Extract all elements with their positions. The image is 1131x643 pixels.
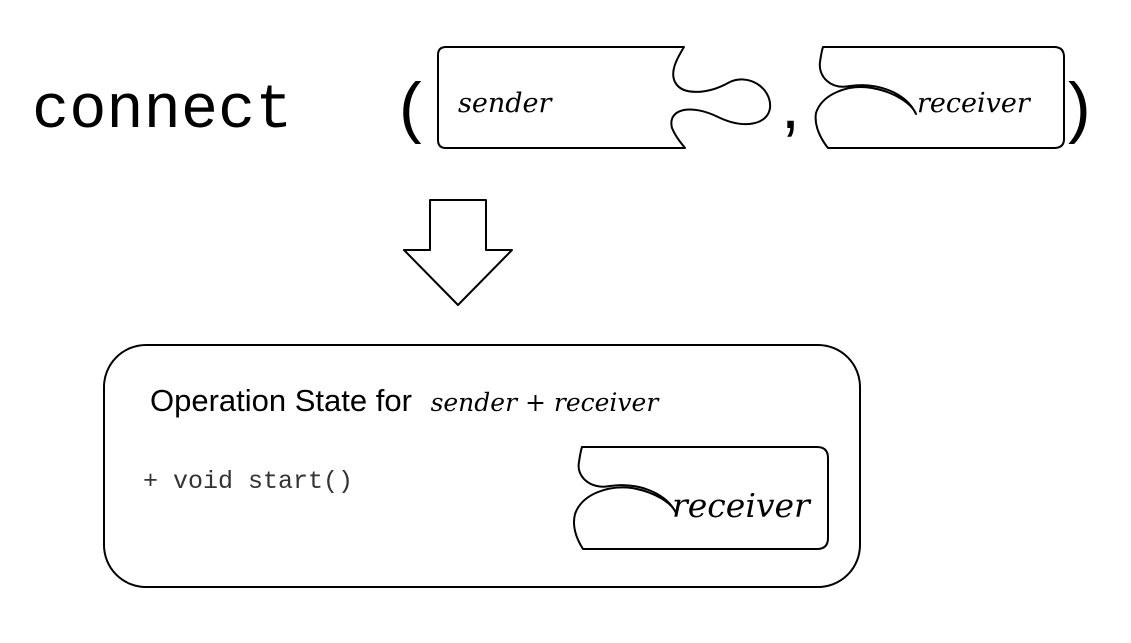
sender-label: sender bbox=[458, 88, 553, 119]
receiver-puzzle-piece: receiver bbox=[814, 46, 1065, 149]
operation-state-title: Operation State for sender + receiver bbox=[150, 383, 660, 418]
sender-piece-outline bbox=[437, 46, 772, 149]
operation-state-title-suffix: sender + receiver bbox=[431, 388, 661, 417]
receiver-label: receiver bbox=[917, 88, 1032, 119]
inner-receiver-label: receiver bbox=[672, 486, 812, 525]
operation-state-box: Operation State for sender + receiver + … bbox=[103, 344, 861, 588]
close-paren: ) bbox=[1068, 69, 1091, 145]
operation-state-title-text: Operation State for bbox=[150, 383, 412, 418]
sender-puzzle-piece: sender bbox=[437, 46, 772, 149]
comma: , bbox=[781, 67, 800, 143]
receiver-piece-outline bbox=[814, 46, 1065, 149]
down-arrow bbox=[403, 199, 513, 306]
connect-function-name: connect bbox=[32, 75, 292, 146]
start-method: + void start() bbox=[143, 467, 353, 496]
inner-receiver-piece-outline bbox=[573, 446, 829, 550]
operation-state-frame bbox=[103, 344, 861, 588]
open-paren: ( bbox=[399, 69, 422, 145]
inner-receiver-puzzle-piece: receiver bbox=[573, 446, 829, 550]
